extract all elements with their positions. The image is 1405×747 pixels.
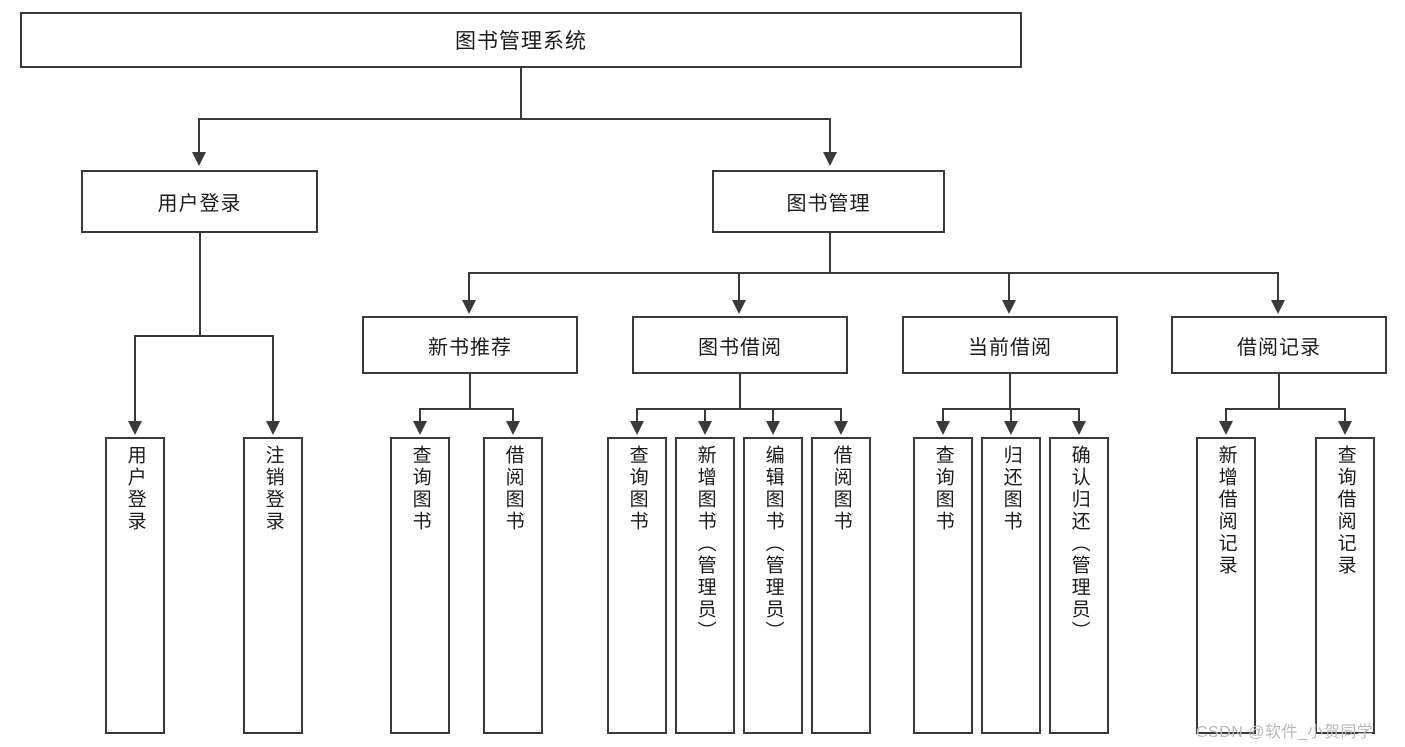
edge-nb-to-leaf-1 <box>419 408 421 423</box>
edge-cb-to-leaf-2 <box>1010 408 1012 423</box>
arrow-br-to-leaf-1 <box>1219 421 1233 435</box>
node-leaf-return-book[interactable]: 归还图书 <box>981 437 1041 734</box>
node-book-borrow[interactable]: 图书借阅 <box>632 316 848 374</box>
edge-root-to-book-management <box>829 118 831 156</box>
edge-borrow-record-stem <box>1278 374 1280 410</box>
edge-user-login-stem <box>199 233 201 336</box>
edge-bb-to-leaf-1 <box>636 408 638 423</box>
node-current-borrow[interactable]: 当前借阅 <box>902 316 1118 374</box>
node-label: 图书管理系统 <box>455 30 587 53</box>
arrow-user-login-to-leaf-2 <box>266 421 280 435</box>
node-label: 注销登录 <box>262 445 284 533</box>
arrow-bm-to-new-book <box>462 300 476 314</box>
node-label: 新增借阅记录 <box>1215 445 1237 577</box>
arrow-bm-to-borrow-record <box>1271 300 1285 314</box>
edge-bb-to-leaf-3 <box>772 408 774 423</box>
node-label: 归还图书 <box>1000 445 1022 533</box>
edge-current-borrow-stem <box>1009 374 1011 410</box>
edge-new-book-stem <box>469 374 471 410</box>
edge-br-to-leaf-1 <box>1225 408 1227 423</box>
node-leaf-query-book-3[interactable]: 查询图书 <box>913 437 973 734</box>
node-leaf-query-book-1[interactable]: 查询图书 <box>390 437 450 734</box>
node-label: 借阅图书 <box>830 445 852 533</box>
edge-book-management-stem <box>829 233 831 273</box>
node-borrow-record[interactable]: 借阅记录 <box>1171 316 1387 374</box>
edge-nb-to-leaf-2 <box>512 408 514 423</box>
edge-cb-to-leaf-3 <box>1078 408 1080 423</box>
arrow-root-to-book-management <box>823 152 837 166</box>
node-label: 图书管理 <box>786 193 871 215</box>
node-root-book-management-system[interactable]: 图书管理系统 <box>20 12 1022 68</box>
edge-user-login-to-leaf-1 <box>134 335 136 423</box>
arrow-bb-to-leaf-4 <box>834 421 848 435</box>
arrow-cb-to-leaf-2 <box>1004 421 1018 435</box>
node-label: 借阅记录 <box>1237 336 1321 359</box>
edge-book-management-bar <box>468 272 1279 274</box>
node-leaf-borrow-book-1[interactable]: 借阅图书 <box>483 437 543 734</box>
edge-new-book-bar <box>419 408 514 410</box>
edge-book-borrow-stem <box>739 374 741 410</box>
node-book-management[interactable]: 图书管理 <box>712 170 945 233</box>
edge-root-stem <box>520 68 522 120</box>
node-user-login[interactable]: 用户登录 <box>81 170 318 233</box>
node-leaf-add-book[interactable]: 新增图书（管理员） <box>675 437 735 734</box>
watermark: CSDN @软件_小贺同学 <box>1196 724 1374 741</box>
arrow-bb-to-leaf-2 <box>698 421 712 435</box>
arrow-bm-to-book-borrow <box>732 300 746 314</box>
node-label: 新书推荐 <box>428 336 512 359</box>
arrow-bb-to-leaf-1 <box>630 421 644 435</box>
arrow-bm-to-current-borrow <box>1002 300 1016 314</box>
node-new-book-recommend[interactable]: 新书推荐 <box>362 316 578 374</box>
node-leaf-add-record[interactable]: 新增借阅记录 <box>1196 437 1256 734</box>
node-label: 图书借阅 <box>698 336 782 359</box>
node-leaf-user-login[interactable]: 用户登录 <box>105 437 165 734</box>
arrow-br-to-leaf-2 <box>1338 421 1352 435</box>
edge-root-to-user-login <box>198 118 200 156</box>
node-leaf-edit-book[interactable]: 编辑图书（管理员） <box>743 437 803 734</box>
node-label: 当前借阅 <box>968 336 1052 359</box>
edge-bb-to-leaf-2 <box>704 408 706 423</box>
node-leaf-confirm-return[interactable]: 确认归还（管理员） <box>1049 437 1109 734</box>
arrow-cb-to-leaf-3 <box>1072 421 1086 435</box>
edge-book-borrow-bar <box>636 408 840 410</box>
node-label: 借阅图书 <box>502 445 524 533</box>
arrow-nb-to-leaf-1 <box>413 421 427 435</box>
arrow-root-to-user-login <box>192 152 206 166</box>
edge-bm-to-current-borrow <box>1008 272 1010 302</box>
edge-cb-to-leaf-1 <box>942 408 944 423</box>
edge-bm-to-book-borrow <box>738 272 740 302</box>
edge-user-login-to-leaf-2 <box>272 335 274 423</box>
edge-br-to-leaf-2 <box>1344 408 1346 423</box>
edge-bm-to-new-book <box>468 272 470 302</box>
edge-user-login-bar <box>134 335 273 337</box>
node-label: 新增图书（管理员） <box>694 445 716 643</box>
edge-bb-to-leaf-4 <box>840 408 842 423</box>
node-label: 查询借阅记录 <box>1334 445 1356 577</box>
arrow-user-login-to-leaf-1 <box>128 421 142 435</box>
arrow-bb-to-leaf-3 <box>766 421 780 435</box>
node-leaf-borrow-book-2[interactable]: 借阅图书 <box>811 437 871 734</box>
node-leaf-logout-login[interactable]: 注销登录 <box>243 437 303 734</box>
node-label: 查询图书 <box>626 445 648 533</box>
node-label: 用户登录 <box>157 193 242 215</box>
edge-borrow-record-bar <box>1225 408 1345 410</box>
arrow-nb-to-leaf-2 <box>506 421 520 435</box>
node-label: 编辑图书（管理员） <box>762 445 784 643</box>
node-label: 确认归还（管理员） <box>1068 445 1090 643</box>
node-label: 用户登录 <box>124 445 146 533</box>
edge-bm-to-borrow-record <box>1277 272 1279 302</box>
node-label: 查询图书 <box>932 445 954 533</box>
edge-root-bar <box>198 118 830 120</box>
arrow-cb-to-leaf-1 <box>936 421 950 435</box>
node-leaf-query-book-2[interactable]: 查询图书 <box>607 437 667 734</box>
node-leaf-query-record[interactable]: 查询借阅记录 <box>1315 437 1375 734</box>
node-label: 查询图书 <box>409 445 431 533</box>
